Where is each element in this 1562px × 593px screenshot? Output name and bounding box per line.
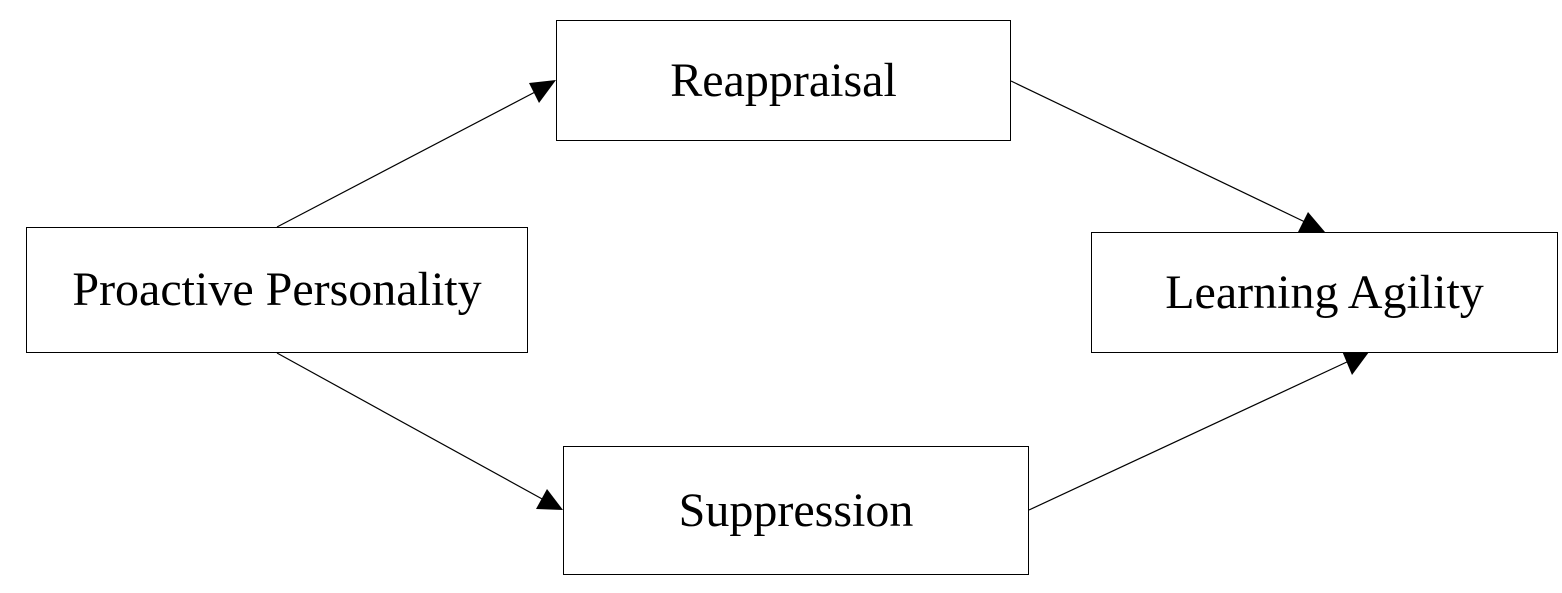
node-label-proactive-personality: Proactive Personality <box>72 263 482 316</box>
node-label-suppression: Suppression <box>678 483 914 537</box>
node-reappraisal: Reappraisal <box>556 20 1011 141</box>
node-label-reappraisal: Reappraisal <box>670 53 897 107</box>
node-proactive-personality: Proactive Personality <box>26 227 528 353</box>
arrow-suppression-to-agility <box>1028 351 1369 511</box>
arrow-proactive-to-reappraisal <box>276 80 556 228</box>
node-learning-agility: Learning Agility <box>1091 232 1558 353</box>
node-suppression: Suppression <box>563 446 1029 575</box>
node-label-learning-agility: Learning Agility <box>1165 265 1484 319</box>
arrow-reappraisal-to-agility <box>1010 80 1325 232</box>
arrow-proactive-to-suppression <box>276 352 563 510</box>
